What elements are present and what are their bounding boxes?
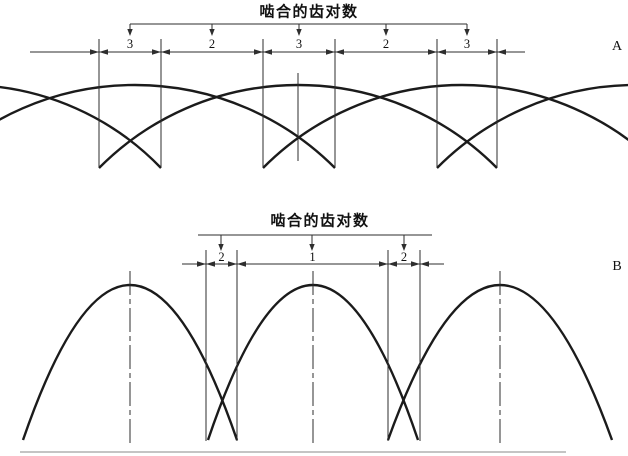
arrowhead-icon [309, 244, 315, 251]
tooth-pair-count-label: 2 [218, 250, 224, 264]
arrowhead-icon [379, 261, 388, 267]
arrowhead-icon [90, 49, 99, 55]
arrowhead-icon [388, 261, 397, 267]
diagram-b-side-label: B [612, 259, 622, 274]
tooth-pair-count-label: 2 [401, 250, 407, 264]
arrowhead-icon [420, 261, 429, 267]
tooth-pair-count-label: 3 [127, 37, 133, 51]
arrowhead-icon [237, 261, 246, 267]
arrowhead-icon [428, 49, 437, 55]
arrowhead-icon [228, 261, 237, 267]
arrowhead-icon [296, 29, 302, 36]
arrowhead-icon [127, 29, 133, 36]
diagram-a-side-label: A [611, 39, 623, 54]
arrowhead-icon [488, 49, 497, 55]
arrowhead-icon [383, 29, 389, 36]
tooth-stiffness-curve [436, 83, 628, 169]
arrowhead-icon [401, 244, 407, 251]
tooth-stiffness-curve [262, 83, 628, 169]
tooth-pair-count-label: 3 [464, 37, 470, 51]
arrowhead-icon [99, 49, 108, 55]
arrowhead-icon [161, 49, 170, 55]
tooth-pair-count-label: 1 [309, 250, 315, 264]
arrowhead-icon [335, 49, 344, 55]
arrowhead-icon [326, 49, 335, 55]
arrowhead-icon [209, 29, 215, 36]
tooth-stiffness-curve [0, 86, 162, 169]
arrowhead-icon [497, 49, 506, 55]
tooth-pair-count-label: 3 [296, 37, 302, 51]
arrowhead-icon [464, 29, 470, 36]
tooth-stiffness-curve [0, 83, 336, 169]
arrowhead-icon [411, 261, 420, 267]
arrowhead-icon [197, 261, 206, 267]
arrowhead-icon [437, 49, 446, 55]
arrowhead-icon [254, 49, 263, 55]
tooth-pair-count-label: 2 [209, 37, 215, 51]
arrowhead-icon [152, 49, 161, 55]
arrowhead-icon [218, 244, 224, 251]
arrowhead-icon [263, 49, 272, 55]
arrowhead-icon [206, 261, 215, 267]
diagram-a-title: 啮合的齿对数 [259, 4, 359, 21]
tooth-pair-count-label: 2 [383, 37, 389, 51]
diagram-b-title: 啮合的齿对数 [270, 213, 370, 230]
